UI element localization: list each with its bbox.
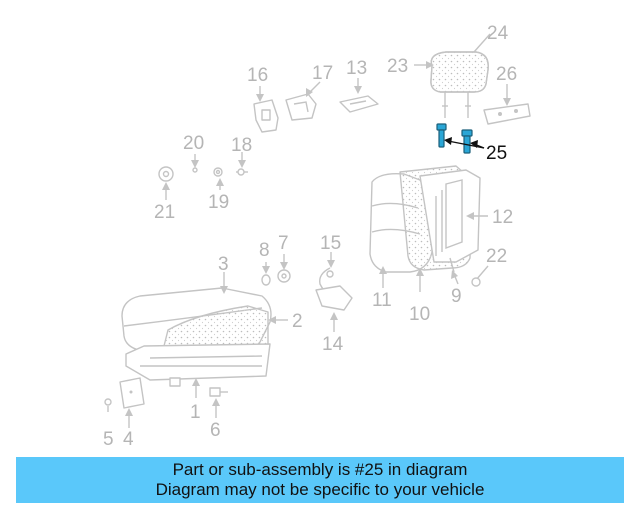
label-25: 25 — [486, 143, 507, 164]
label-10: 10 — [409, 304, 430, 325]
cover-part-4 — [119, 377, 145, 409]
label-1: 1 — [190, 402, 201, 423]
bracket-part-17 — [285, 93, 317, 121]
info-banner: Part or sub-assembly is #25 in diagram D… — [16, 457, 624, 503]
label-19: 19 — [208, 192, 229, 213]
wire-harness-part — [315, 267, 353, 311]
label-20: 20 — [183, 133, 204, 154]
label-9: 9 — [451, 286, 462, 307]
washer-part-21 — [158, 166, 174, 182]
clip-part-8 — [261, 262, 271, 286]
label-24: 24 — [487, 23, 509, 44]
label-3: 3 — [218, 254, 229, 275]
label-15: 15 — [320, 233, 341, 254]
label-2: 2 — [292, 311, 303, 332]
banner-line-disclaimer: Diagram may not be specific to your vehi… — [155, 480, 485, 499]
label-11: 11 — [372, 290, 392, 311]
part-25-leader — [444, 137, 485, 149]
headrest-guide-part-25 — [436, 123, 473, 154]
label-5: 5 — [103, 429, 114, 450]
banner-line-part-number: Part or sub-assembly is #25 in diagram — [172, 460, 468, 479]
label-8: 8 — [259, 240, 270, 261]
label-21: 21 — [154, 202, 175, 223]
label-6: 6 — [210, 420, 221, 441]
headrest-part — [430, 51, 489, 118]
label-16: 16 — [247, 65, 268, 86]
nut-part-7 — [277, 254, 291, 283]
bolt-part-6 — [209, 387, 228, 397]
label-17: 17 — [312, 63, 333, 84]
parts-diagram: 1 2 3 4 5 6 8 7 9 10 11 12 13 14 15 16 1… — [103, 23, 531, 450]
seat-cushion-part — [121, 287, 272, 387]
label-22: 22 — [486, 246, 507, 267]
cap-part-20 — [191, 154, 199, 173]
headrest-trim-part — [483, 103, 531, 125]
clip-part-5 — [104, 398, 112, 412]
recliner-cover-part-16 — [253, 99, 279, 133]
label-13: 13 — [346, 58, 367, 79]
pin-part-18 — [236, 168, 248, 176]
label-14: 14 — [322, 334, 344, 355]
label-12: 12 — [492, 207, 513, 228]
label-23: 23 — [387, 56, 408, 77]
lever-part-13 — [339, 95, 379, 113]
label-4: 4 — [123, 429, 134, 450]
label-26: 26 — [496, 64, 517, 85]
seat-back-part — [369, 165, 481, 273]
screw-part-22 — [471, 265, 489, 287]
cap-part-19 — [213, 167, 223, 177]
label-7: 7 — [278, 233, 289, 254]
label-18: 18 — [231, 135, 252, 156]
